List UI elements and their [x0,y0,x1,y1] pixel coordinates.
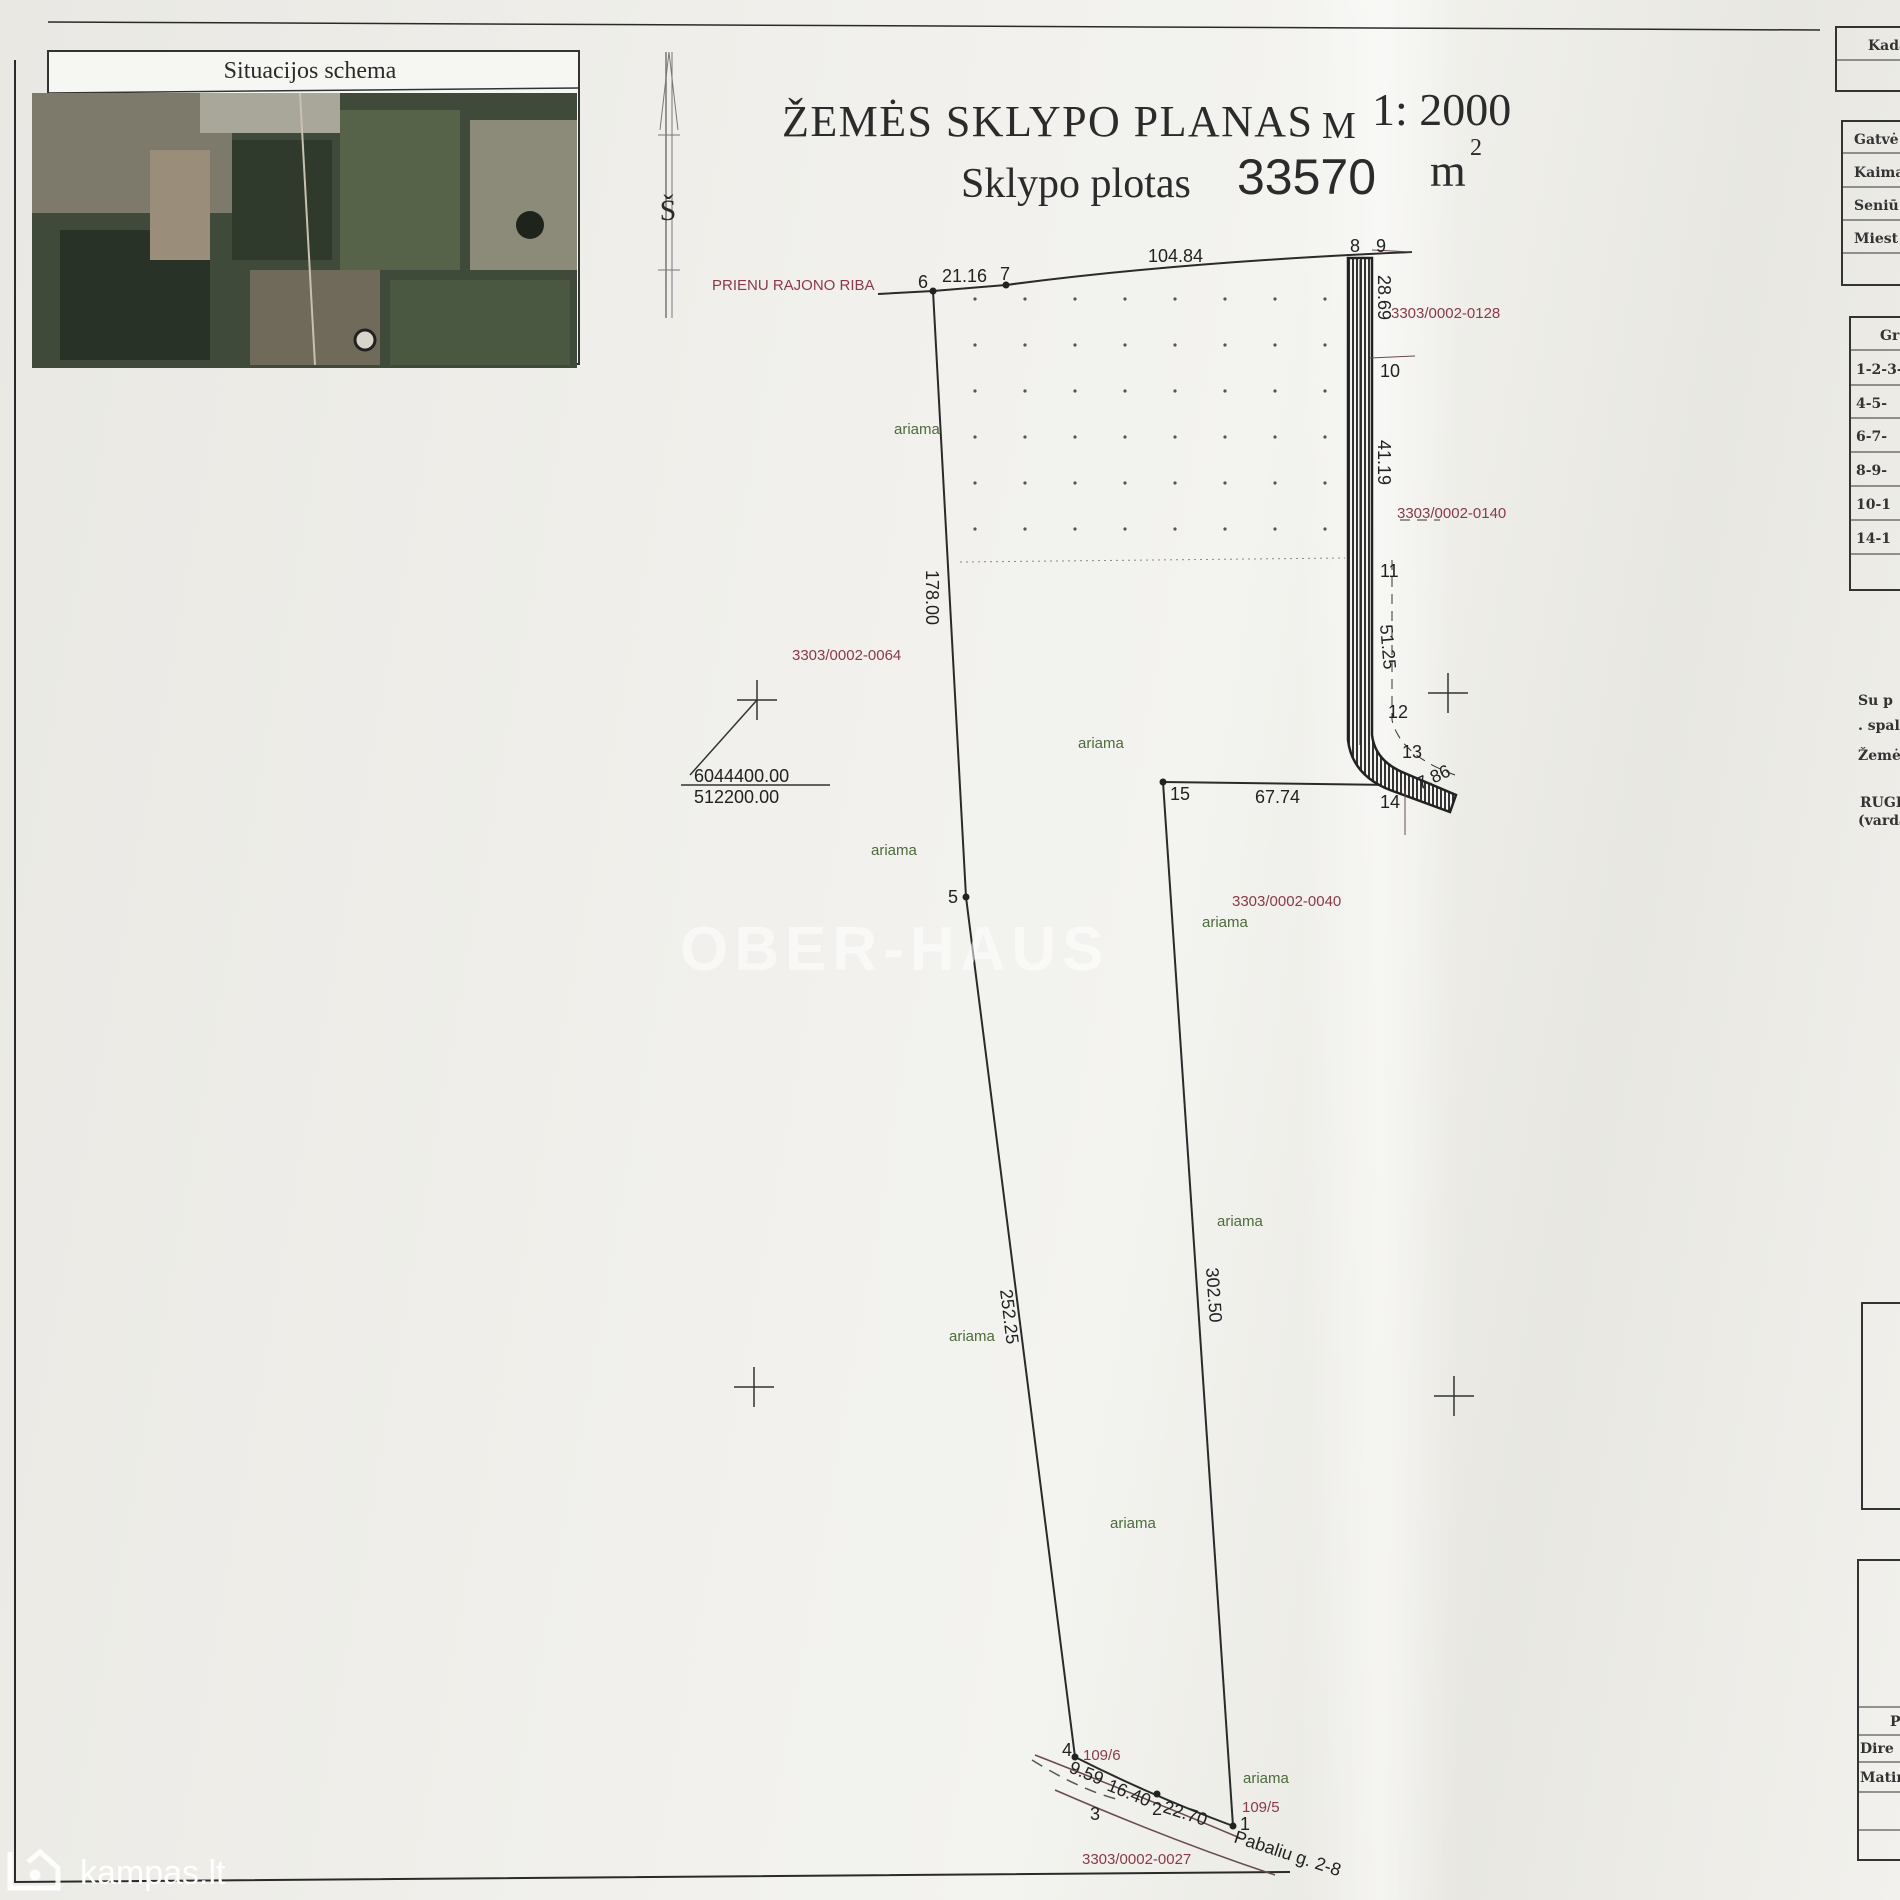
lot-label: 109/5 [1242,1799,1280,1816]
land-use-label: ariama [871,842,918,859]
cross-marker-icon [1428,673,1468,713]
land-use-label: ariama [1110,1515,1157,1532]
point-label: 8 [1350,236,1360,256]
boundary-header: Gr [1880,328,1900,344]
logo-text: kampas.lt [80,1854,226,1892]
parcel-label: 3303/0002-0040 [1232,893,1341,910]
sign-row: Matin [1860,1770,1900,1786]
point-label: 4 [1062,1740,1072,1760]
point-marker [1071,1753,1079,1761]
right-panel: Kada Gatvė Kaima Seniū Miest Gr 1-2-3- 4… [1835,26,1900,1861]
point-label: 10 [1380,361,1400,381]
address-row: Gatvė [1854,132,1899,148]
note-text: (varda [1858,813,1900,829]
north-arrow-icon: Š [658,51,680,318]
area-label: Sklypo plotas [961,161,1191,207]
scale-value: 1: 2000 [1372,84,1511,135]
coordinate-y: 512200.00 [694,787,779,807]
dimension-label: 21.16 [942,266,987,286]
cross-marker-icon [1434,1376,1474,1416]
boundary-row: 14-1 [1856,531,1891,547]
page-border-top [47,21,1821,31]
area-unit: m [1430,145,1466,196]
boundary-row: 6-7- [1856,429,1887,445]
note-text: Žemė [1858,746,1900,764]
dimension-label: 51.25 [1376,624,1400,671]
land-use-label: ariama [1078,735,1125,752]
satellite-photo [32,92,577,368]
dotted-area-edge [959,557,1346,563]
cadastre-header: Kada [1868,38,1900,54]
point-marker [1153,1790,1161,1798]
inset-title: Situacijos schema [224,58,397,84]
point-label: 15 [1170,784,1190,804]
parcel-label: 3303/0002-0128 [1391,305,1500,322]
dimension-label: 178.00 [922,570,942,625]
situation-scheme-inset: Situacijos schema [32,50,580,368]
boundary-points [929,281,1237,1830]
boundary-row: 8-9- [1856,463,1887,479]
point-marker [929,287,937,295]
area-exponent: 2 [1470,135,1482,161]
point-label: 1 [1240,1814,1250,1834]
point-label: 9 [1376,236,1386,256]
dimension-label: 41.19 [1374,440,1394,485]
point-label: 7 [1000,264,1010,284]
note-text: . spal [1858,718,1900,734]
note-text: Su p [1858,693,1893,709]
parcel-label: 3303/0002-0027 [1082,1851,1191,1868]
land-use-label: ariama [949,1328,996,1345]
road-strip [1346,249,1458,835]
dimension-label: 28.69 [1374,275,1394,320]
land-use-label: ariama [1217,1213,1264,1230]
point-label: 6 [918,272,928,292]
page-border [14,60,1291,1884]
point-label: 11 [1380,561,1399,581]
lot-label: 109/6 [1083,1747,1121,1764]
house-icon [7,1848,61,1891]
plan-title: ŽEMĖS SKLYPO PLANAS [782,97,1312,146]
sign-header: P [1890,1714,1900,1730]
point-marker [1229,1822,1237,1830]
point-marker [962,893,970,901]
parcel-label: 3303/0002-0140 [1397,505,1506,522]
grid-crosses [681,673,1474,1416]
land-use-label: ariama [1202,914,1249,931]
coordinate-x: 6044400.00 [694,766,789,786]
dimension-label: 67.74 [1255,787,1300,807]
dimension-label: 104.84 [1148,246,1203,266]
boundary-row: 1-2-3- [1856,362,1900,378]
land-use-label: ariama [1243,1770,1290,1787]
address-row: Miest [1854,231,1899,247]
point-label: 5 [948,887,958,907]
boundary-row: 4-5- [1856,396,1887,412]
dimension-label: 16.40 [1105,1775,1154,1810]
dimension-label: 22.70 [1161,1797,1210,1830]
point-label: 13 [1402,742,1422,762]
address-row: Kaima [1854,165,1900,181]
dotted-area [939,295,1339,560]
north-label: Š [660,194,677,227]
scale-prefix: M [1322,105,1356,147]
point-label: 14 [1380,792,1400,812]
note-text: RUGI [1860,795,1900,811]
boundary-row: 10-1 [1856,497,1891,513]
kampas-logo [7,1848,61,1891]
boundary-label: PRIENU RAJONO RIBA [712,277,875,294]
land-use-label: ariama [894,421,941,438]
dimension-label: 252.25 [996,1288,1023,1345]
point-label: 3 [1090,1804,1100,1824]
point-marker [1002,281,1010,289]
cross-marker-icon [734,1367,774,1407]
watermark: OBER-HAUS [680,915,1109,984]
point-label: 2 [1152,1799,1162,1819]
dimension-label: 302.50 [1202,1267,1226,1323]
sign-row: Dire [1860,1741,1894,1757]
address-row: Seniū [1854,198,1899,214]
area-value: 33570 [1237,149,1376,205]
point-marker [1159,778,1167,786]
point-label: 12 [1388,702,1408,722]
parcel-label: 3303/0002-0064 [792,647,901,664]
